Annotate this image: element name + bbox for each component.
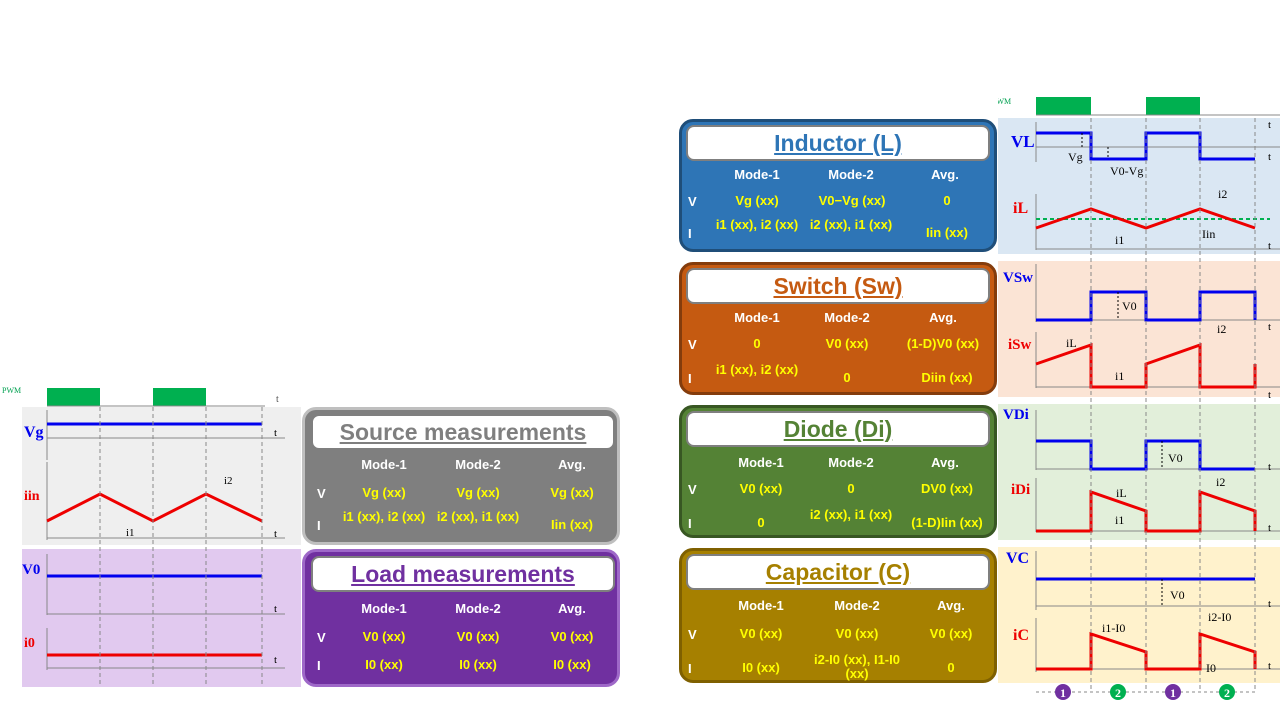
vl-label: VL — [1011, 132, 1035, 151]
diode-card: Diode (Di) Mode-1 Mode-2 Avg. V V0 (xx) … — [679, 405, 997, 538]
il-label: iL — [1013, 200, 1028, 217]
diode-title: Diode (Di) — [686, 411, 990, 447]
inductor-title: Inductor (L) — [686, 125, 990, 161]
capacitor-card: Capacitor (C) Mode-1 Mode-2 Avg. V V0 (x… — [679, 548, 997, 683]
svg-text:t: t — [1268, 321, 1271, 333]
pwm-label: PWM — [998, 97, 1011, 106]
svg-text:i2: i2 — [1217, 322, 1226, 336]
switch-card: Switch (Sw) Mode-1 Mode-2 Avg. V 0 V0 (x… — [679, 262, 997, 395]
svg-text:Iin: Iin — [1202, 227, 1215, 241]
pwm-pulse — [1036, 97, 1091, 115]
svg-text:i2-I0: i2-I0 — [1208, 610, 1231, 624]
svg-text:t: t — [274, 603, 277, 615]
capacitor-title: Capacitor (C) — [686, 554, 990, 590]
pwm-pulse — [47, 388, 100, 406]
mode-badge — [1055, 684, 1071, 700]
svg-text:V0: V0 — [1122, 299, 1137, 313]
svg-text:t: t — [1268, 660, 1271, 672]
right-waveforms: PWM VL Vg V0-Vg t t iL i1 i2 Iin t VSw V… — [998, 97, 1280, 700]
svg-text:2: 2 — [1115, 686, 1121, 700]
svg-text:1: 1 — [1060, 686, 1066, 700]
pwm-pulse — [153, 388, 206, 406]
mode-badge — [1219, 684, 1235, 700]
switch-title: Switch (Sw) — [686, 268, 990, 304]
source-title: Source measurements — [311, 414, 615, 450]
svg-text:i1: i1 — [126, 527, 135, 539]
source-card: Source measurements Mode-1 Mode-2 Avg. V… — [302, 407, 620, 545]
svg-text:I0: I0 — [1206, 661, 1216, 675]
mode-badge — [1110, 684, 1126, 700]
svg-text:t: t — [1268, 461, 1271, 473]
svg-text:1: 1 — [1170, 686, 1176, 700]
idi-label: iDi — [1011, 482, 1030, 498]
svg-text:i1: i1 — [1115, 369, 1124, 383]
svg-text:i2: i2 — [1218, 187, 1227, 201]
vsw-label: VSw — [1003, 270, 1033, 286]
vdi-label: VDi — [1003, 407, 1029, 423]
svg-text:i2: i2 — [224, 475, 233, 487]
vc-label: VC — [1006, 550, 1029, 567]
pwm-label: PWM — [2, 386, 21, 395]
svg-text:2: 2 — [1224, 686, 1230, 700]
v0-label: V0 — [22, 562, 40, 578]
inductor-card: Inductor (L) Mode-1 Mode-2 Avg. V Vg (xx… — [679, 119, 997, 252]
svg-text:Vg: Vg — [1068, 150, 1083, 164]
svg-text:t: t — [274, 654, 277, 666]
svg-text:i1-I0: i1-I0 — [1102, 621, 1125, 635]
left-waveforms: PWM t Vg t iin i1 i2 t V0 t i0 t — [2, 386, 301, 687]
load-card: Load measurements Mode-1 Mode-2 Avg. V V… — [302, 549, 620, 687]
svg-text:i1: i1 — [1115, 513, 1124, 527]
svg-text:t: t — [1268, 151, 1271, 163]
source-wave-panel — [22, 407, 301, 545]
il-trace — [1035, 207, 1256, 230]
svg-text:t: t — [1268, 389, 1271, 401]
vg-label: Vg — [24, 424, 44, 441]
svg-text:t: t — [1268, 522, 1271, 534]
iin-label: iin — [24, 489, 40, 504]
load-title: Load measurements — [311, 556, 615, 592]
svg-text:t: t — [274, 528, 277, 540]
svg-text:i1: i1 — [1115, 233, 1124, 247]
load-wave-panel — [22, 549, 301, 687]
svg-text:t: t — [1268, 119, 1271, 131]
svg-text:V0-Vg: V0-Vg — [1110, 164, 1143, 178]
svg-text:t: t — [1268, 240, 1271, 252]
svg-text:V0: V0 — [1168, 451, 1183, 465]
mode-badge — [1165, 684, 1181, 700]
isw-label: iSw — [1008, 337, 1032, 353]
svg-text:t: t — [274, 427, 277, 439]
svg-text:V0: V0 — [1170, 588, 1185, 602]
svg-text:t: t — [276, 394, 279, 405]
ic-label: iC — [1013, 627, 1029, 644]
svg-text:t: t — [1268, 598, 1271, 610]
svg-text:iL: iL — [1116, 486, 1127, 500]
i0-label: i0 — [24, 636, 35, 651]
pwm-pulse — [1146, 97, 1200, 115]
svg-text:i2: i2 — [1216, 475, 1225, 489]
svg-text:iL: iL — [1066, 336, 1077, 350]
